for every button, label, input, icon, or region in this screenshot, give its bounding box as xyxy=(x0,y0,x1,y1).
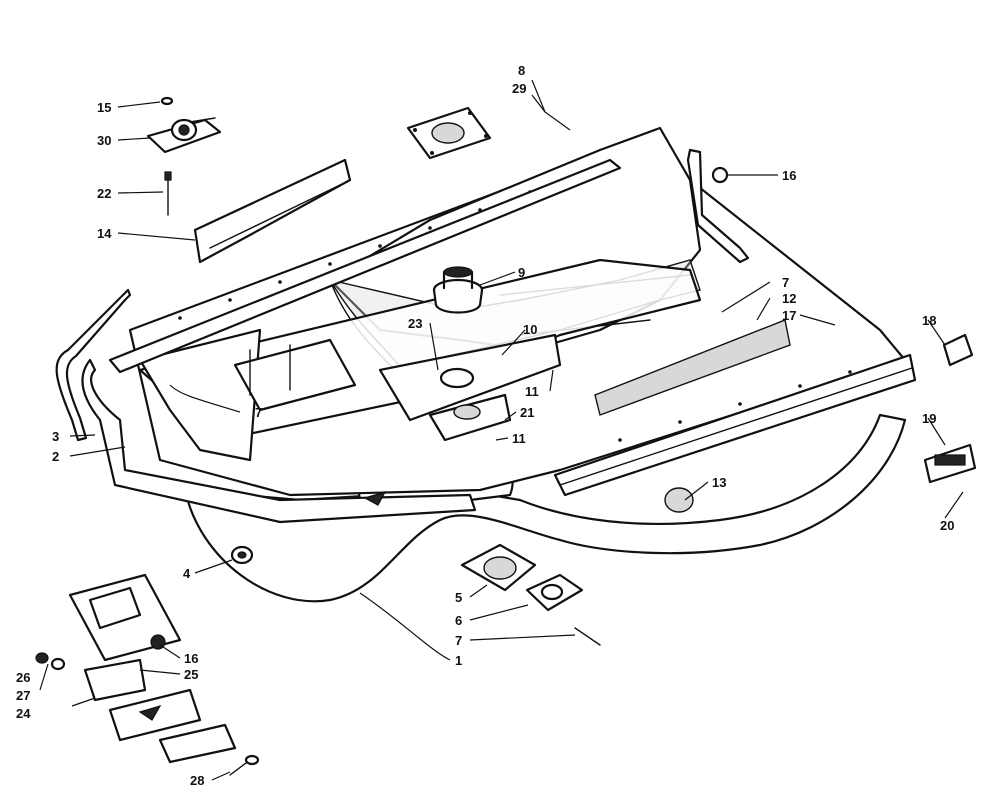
trim-strip xyxy=(55,288,132,442)
callout-17: 17 xyxy=(782,308,796,323)
callout-12: 12 xyxy=(782,291,796,306)
reflector-strip-part-12 xyxy=(594,319,791,416)
center-bulkhead xyxy=(378,333,562,442)
callout-30: 30 xyxy=(97,133,111,148)
callout-27: 27 xyxy=(16,688,30,703)
hinge-plate-part-14 xyxy=(193,158,352,264)
callout-11-upper: 11 xyxy=(525,384,539,399)
callout-7-right: 7 xyxy=(782,275,789,290)
callout-8: 8 xyxy=(518,63,525,78)
callout-3: 3 xyxy=(52,429,59,444)
callout-19: 19 xyxy=(922,411,936,426)
callout-7-left: 7 xyxy=(255,405,262,420)
rear-side-rail xyxy=(553,353,917,497)
callout-21: 21 xyxy=(520,405,534,420)
callout-labels: 15 30 22 14 3 2 4 1 5 6 7 7 7 12 17 16 1… xyxy=(16,63,954,788)
callout-22: 22 xyxy=(97,186,111,201)
front-bumper-rail xyxy=(81,158,622,524)
callout-28: 28 xyxy=(190,773,204,788)
tag-plate-19 xyxy=(923,443,977,484)
callout-20: 20 xyxy=(940,518,954,533)
bracket-assembly xyxy=(233,338,357,412)
hood-latch-assembly xyxy=(146,96,222,216)
tag-plate-18 xyxy=(942,333,974,367)
callout-18: 18 xyxy=(922,313,936,328)
callout-1: 1 xyxy=(455,653,462,668)
grommet-part-4 xyxy=(230,545,254,565)
callout-29: 29 xyxy=(512,81,526,96)
callout-24: 24 xyxy=(16,706,31,721)
callout-10: 10 xyxy=(523,322,537,337)
corner-bracket xyxy=(686,148,750,264)
plug-part-13 xyxy=(664,487,694,513)
callout-6: 6 xyxy=(455,613,462,628)
callout-13: 13 xyxy=(712,475,726,490)
callout-4: 4 xyxy=(183,566,191,581)
callout-7-bottom: 7 xyxy=(455,633,462,648)
socket-assembly xyxy=(460,543,601,646)
callout-11-lower: 11 xyxy=(512,431,526,446)
callout-26: 26 xyxy=(16,670,30,685)
callout-16-top: 16 xyxy=(782,168,796,183)
leader-lines xyxy=(39,79,964,781)
callout-2: 2 xyxy=(52,449,59,464)
callout-23: 23 xyxy=(408,316,422,331)
mount-plate-part-8 xyxy=(406,106,492,160)
callout-15: 15 xyxy=(97,100,111,115)
callout-25: 25 xyxy=(184,667,198,682)
grommet-seal-part-9 xyxy=(432,266,484,314)
callout-14: 14 xyxy=(97,226,112,241)
callout-16-bottom: 16 xyxy=(184,651,198,666)
callout-9: 9 xyxy=(518,265,525,280)
callout-5: 5 xyxy=(455,590,462,605)
lower-hinge-detail xyxy=(35,573,260,776)
